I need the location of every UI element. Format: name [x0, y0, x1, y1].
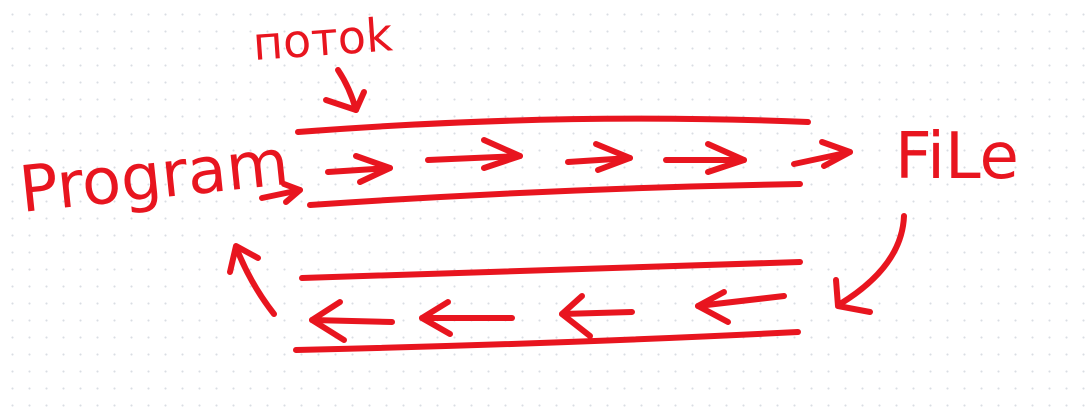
- upper-pipe-top-line: [295, 115, 811, 135]
- lower-flow-arrow-2: [559, 293, 635, 339]
- upper-flow-arrow-4: [663, 141, 747, 175]
- upper-entry-arrow: [259, 181, 303, 205]
- upper-exit-arrow: [791, 139, 853, 169]
- lower-pipe-top-line: [299, 259, 803, 281]
- upper-pipe-bottom-line: [307, 181, 803, 208]
- upper-flow-arrow-2: [425, 137, 523, 171]
- lower-flow-arrow-3: [419, 299, 515, 337]
- lower-to-program-arrow: [227, 243, 277, 317]
- lower-pipe-bottom-line: [293, 329, 801, 353]
- lower-flow-arrow-1: [695, 289, 787, 325]
- program-label: Program: [16, 126, 292, 228]
- stream-label: потоk: [251, 7, 395, 71]
- lower-flow-arrow-4: [309, 299, 395, 343]
- stream-pointer-arrow: [323, 67, 367, 113]
- upper-flow-arrow-1: [325, 153, 393, 185]
- upper-flow-arrow-3: [565, 141, 633, 173]
- file-to-lower-pipe-arrow: [833, 213, 907, 315]
- file-label: FiLe: [895, 120, 1019, 194]
